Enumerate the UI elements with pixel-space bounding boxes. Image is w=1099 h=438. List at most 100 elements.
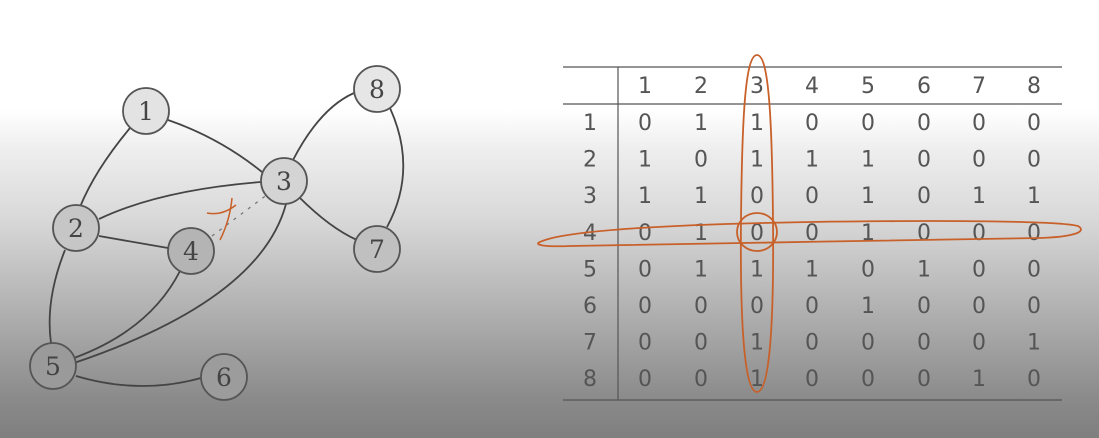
graph-diagram: 1 2 3 4 5 6 7	[29, 65, 405, 401]
matrix-highlights	[537, 54, 1082, 393]
matrix-cell: 0	[694, 331, 708, 356]
graph-node-6: 6	[200, 353, 248, 401]
edge-3-5	[73, 203, 287, 364]
matrix-cell: 1	[750, 367, 764, 392]
matrix-cell: 1	[750, 257, 764, 282]
matrix-cell: 0	[917, 221, 931, 246]
column-header: 1	[638, 74, 652, 99]
matrix-cell: 0	[694, 148, 708, 173]
row-header: 3	[583, 184, 597, 209]
matrix-cell: 1	[750, 111, 764, 136]
removed-edge-cross-mark	[206, 197, 237, 241]
matrix-cell: 1	[861, 184, 875, 209]
graph-node-1: 1	[122, 87, 170, 135]
column-header: 5	[861, 74, 875, 99]
matrix-cell: 0	[638, 331, 652, 356]
matrix-cell: 1	[750, 148, 764, 173]
graph-node-label: 8	[369, 75, 385, 104]
matrix-cell: 1	[972, 184, 986, 209]
matrix-cell: 0	[1027, 148, 1041, 173]
matrix-cell: 0	[861, 111, 875, 136]
matrix-cell: 0	[917, 367, 931, 392]
matrix-cell: 0	[1027, 294, 1041, 319]
graph-node-label: 7	[369, 235, 385, 264]
matrix-cell: 0	[1027, 367, 1041, 392]
graph-node-3: 3	[260, 157, 308, 205]
edge-3-7	[298, 196, 358, 241]
matrix-cell: 0	[638, 111, 652, 136]
matrix-cell: 1	[694, 221, 708, 246]
matrix-cell: 0	[638, 367, 652, 392]
highlight-cell-4-3-circle	[736, 212, 778, 252]
removed-edge-line	[211, 193, 269, 237]
matrix-cell: 1	[694, 184, 708, 209]
column-header: 2	[694, 74, 708, 99]
row-header: 1	[583, 111, 597, 136]
row-header: 2	[583, 148, 597, 173]
matrix-cell: 1	[861, 221, 875, 246]
matrix-cell: 0	[917, 294, 931, 319]
row-header: 8	[583, 367, 597, 392]
matrix-cell: 0	[805, 184, 819, 209]
graph-node-label: 1	[138, 97, 154, 126]
matrix-cell: 1	[805, 257, 819, 282]
highlight-column-3-loop	[739, 54, 775, 393]
matrix-cell: 0	[917, 331, 931, 356]
matrix-cell: 1	[638, 184, 652, 209]
matrix-cell: 1	[1027, 331, 1041, 356]
edge-2-3	[98, 181, 262, 220]
matrix-cell: 0	[972, 331, 986, 356]
matrix-cell: 0	[805, 294, 819, 319]
matrix-cell: 0	[750, 221, 764, 246]
matrix-cell: 1	[861, 148, 875, 173]
graph-node-4: 4	[167, 227, 215, 275]
matrix-cell: 0	[972, 148, 986, 173]
matrix-cell: 1	[972, 367, 986, 392]
graph-node-label: 2	[68, 214, 84, 243]
matrix-cell: 0	[861, 257, 875, 282]
matrix-cell: 0	[750, 294, 764, 319]
matrix-cell: 0	[972, 294, 986, 319]
column-header: 8	[1027, 74, 1041, 99]
graph-node-2: 2	[52, 204, 100, 252]
matrix-cell: 0	[805, 331, 819, 356]
matrix-cell: 0	[972, 257, 986, 282]
edge-8-7	[386, 107, 405, 228]
matrix-cell: 0	[805, 221, 819, 246]
column-header: 6	[917, 74, 931, 99]
edge-1-3	[167, 119, 263, 173]
graph-node-label: 6	[216, 363, 232, 392]
matrix-cell: 0	[972, 111, 986, 136]
matrix-cell: 0	[917, 184, 931, 209]
graph-node-7: 7	[353, 225, 401, 273]
matrix-cell: 1	[861, 294, 875, 319]
graph-node-8: 8	[353, 65, 401, 113]
matrix-cell: 0	[1027, 221, 1041, 246]
edge-2-4	[98, 235, 169, 249]
matrix-cell: 0	[638, 257, 652, 282]
graph-nodes: 1 2 3 4 5 6 7	[29, 65, 401, 401]
matrix-cell: 0	[972, 221, 986, 246]
matrix-cell: 1	[917, 257, 931, 282]
matrix-cell: 1	[805, 148, 819, 173]
matrix-cell: 1	[694, 111, 708, 136]
row-header: 7	[583, 331, 597, 356]
column-header: 4	[805, 74, 819, 99]
matrix-cell: 1	[1027, 184, 1041, 209]
matrix-cell: 0	[1027, 257, 1041, 282]
graph-node-label: 3	[276, 167, 292, 196]
edge-2-5	[48, 249, 66, 344]
matrix-cell: 0	[917, 148, 931, 173]
edge-5-6	[75, 375, 202, 387]
matrix-cell: 0	[861, 331, 875, 356]
edge-1-2	[79, 127, 131, 208]
graph-node-label: 5	[45, 352, 61, 381]
edge-3-8	[292, 92, 355, 161]
matrix-cell: 1	[638, 148, 652, 173]
matrix-cell: 0	[917, 111, 931, 136]
matrix-rules	[563, 66, 1062, 401]
matrix-cell: 0	[638, 221, 652, 246]
